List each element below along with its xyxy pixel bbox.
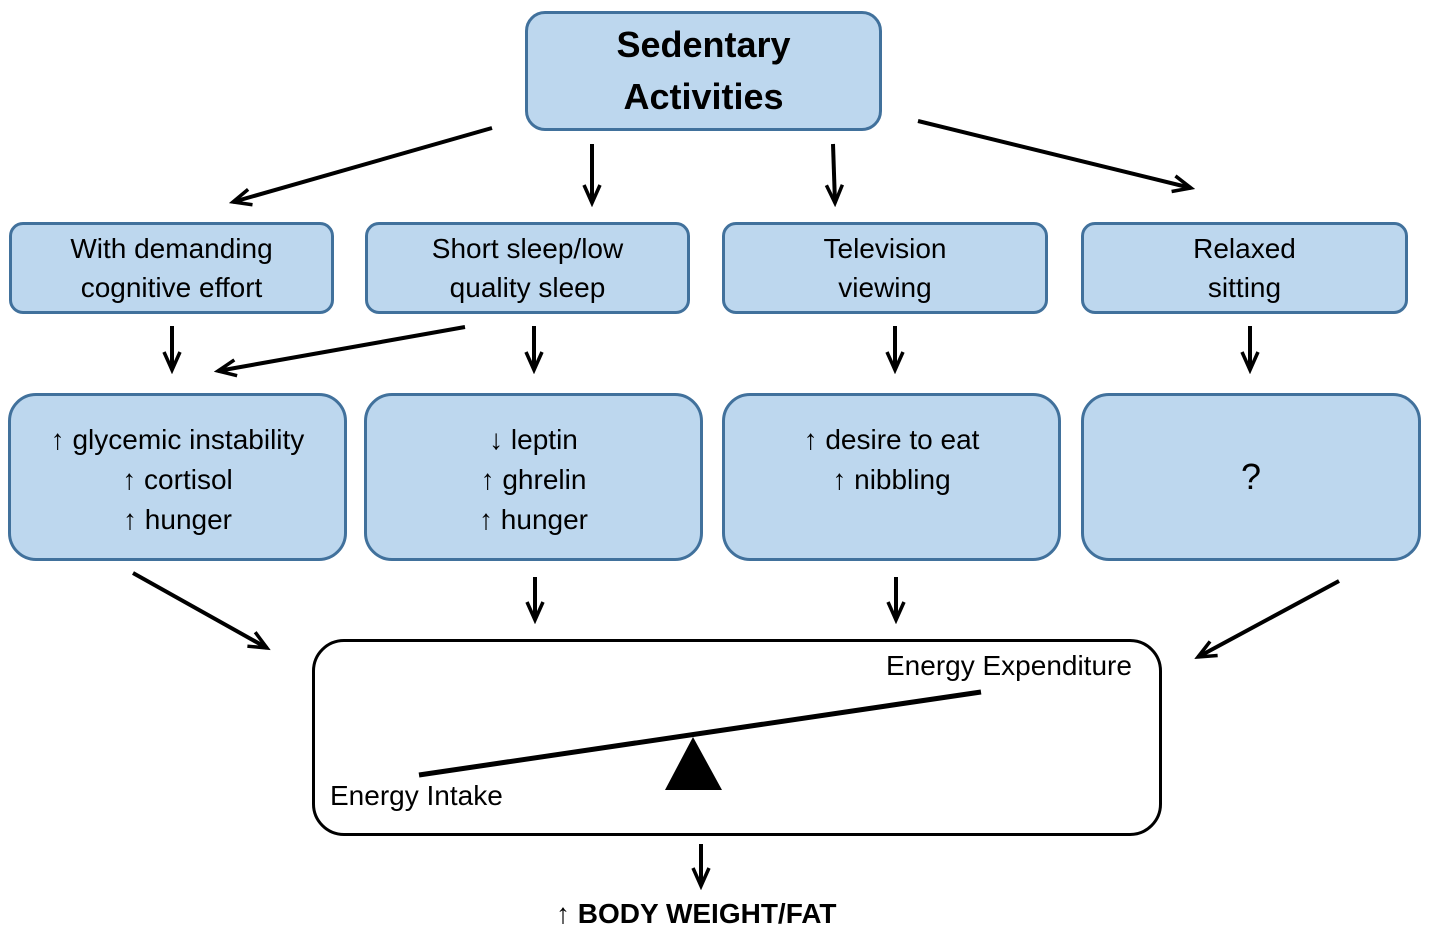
category-line: viewing — [838, 272, 932, 303]
effects-short-sleep: ↓ leptin ↑ ghrelin ↑ hunger — [364, 393, 703, 561]
category-line: quality sleep — [449, 272, 606, 303]
effects-cognitive-effort: ↑ glycemic instability ↑ cortisol ↑ hung… — [8, 393, 347, 561]
arrow-title-to-relaxed — [917, 119, 1191, 188]
category-short-sleep: Short sleep/low quality sleep — [365, 222, 690, 314]
effect-line: ↑ nibbling — [832, 463, 951, 495]
effect-line: ↑ desire to eat — [803, 424, 980, 455]
category-line: With demanding — [70, 232, 273, 264]
category-line: cognitive effort — [80, 272, 263, 303]
category-cognitive-effort: With demanding cognitive effort — [9, 222, 334, 314]
effect-line: ↑ hunger — [123, 503, 232, 535]
unknown-effect: ? — [1240, 456, 1262, 498]
title-line: Sedentary — [616, 23, 791, 65]
arrow-title-to-tv — [833, 143, 835, 203]
outcome-body-weight: ↑ BODY WEIGHT/FAT — [556, 898, 837, 929]
effects-television-viewing: ↑ desire to eat ↑ nibbling — [722, 393, 1061, 561]
category-line: Short sleep/low — [431, 232, 624, 264]
effect-line: ↓ leptin — [489, 424, 578, 455]
category-line: Television — [823, 232, 947, 264]
arrow-cognitive-effects-to-balance — [132, 571, 267, 648]
arrow-relaxed-effects-to-balance — [1198, 579, 1340, 657]
sedentary-activities-box: Sedentary Activities — [525, 11, 882, 131]
effect-line: ↑ cortisol — [122, 463, 233, 495]
effect-line: ↑ hunger — [479, 503, 588, 535]
effect-line: ↑ glycemic instability — [50, 424, 305, 455]
arrow-title-to-cognitive — [233, 126, 493, 202]
category-line: Relaxed — [1193, 232, 1296, 264]
effect-line: ↑ ghrelin — [480, 463, 587, 495]
energy-intake-label: Energy Intake — [330, 780, 503, 811]
category-television-viewing: Television viewing — [722, 222, 1048, 314]
title-line: Activities — [623, 76, 784, 117]
category-line: sitting — [1207, 272, 1282, 303]
arrow-sleep-to-cognitive-effects — [218, 325, 466, 371]
effects-relaxed-sitting: ? — [1081, 393, 1421, 561]
energy-expenditure-label: Energy Expenditure — [886, 650, 1132, 681]
category-relaxed-sitting: Relaxed sitting — [1081, 222, 1408, 314]
